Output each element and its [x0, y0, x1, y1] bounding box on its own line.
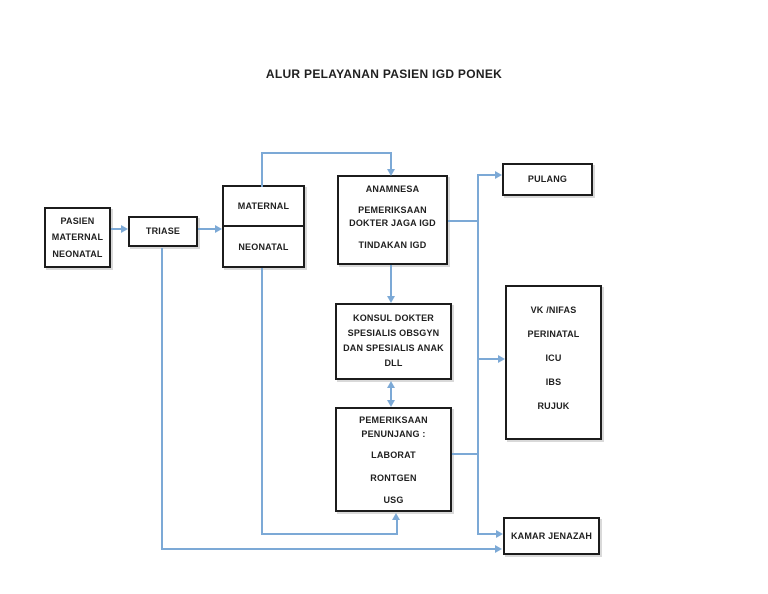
connector-triase-kamar-h	[161, 548, 495, 550]
arrowhead-up-icon	[387, 381, 395, 388]
node-ward-options: VK /NIFAS PERINATAL ICU IBS RUJUK	[505, 285, 602, 440]
arrowhead-right-icon	[498, 355, 505, 363]
connector-anamnesa-trunk	[448, 220, 478, 222]
arrowhead-down-icon	[387, 400, 395, 407]
node-pasien-line: PASIEN	[60, 215, 95, 226]
node-penunjang-line: LABORAT	[371, 450, 416, 460]
node-anamnesa-line: DOKTER JAGA IGD	[349, 218, 436, 228]
connector-stack-anamnesa-v1	[261, 152, 263, 187]
node-ward-line: VK /NIFAS	[530, 305, 577, 315]
arrowhead-down-icon	[387, 296, 395, 303]
connector-stack-anamnesa-h	[261, 152, 392, 154]
node-penunjang-line: PEMERIKSAAN	[359, 415, 428, 425]
node-maternal: MATERNAL	[224, 187, 303, 227]
connector-penunjang-trunk	[452, 453, 479, 455]
node-penunjang-line: RONTGEN	[370, 473, 417, 483]
connector-trunk-kamar	[477, 533, 496, 535]
connector-trunk-vertical	[477, 174, 479, 535]
node-maternal-label: MATERNAL	[237, 200, 290, 211]
node-neonatal-label: NEONATAL	[238, 242, 289, 252]
connector-triase-kamar-v	[161, 248, 163, 550]
connector-trunk-ward	[477, 358, 498, 360]
node-pemeriksaan-penunjang: PEMERIKSAAN PENUNJANG : LABORAT RONTGEN …	[335, 407, 452, 512]
connector-konsul-penunjang	[390, 388, 392, 400]
arrowhead-up-icon	[392, 513, 400, 520]
connector-trunk-pulang	[477, 174, 495, 176]
node-ward-line: PERINATAL	[527, 329, 580, 339]
node-penunjang-line: PENUNJANG :	[361, 429, 426, 439]
node-ward-line: ICU	[545, 353, 562, 363]
arrowhead-right-icon	[496, 530, 503, 538]
node-neonatal: NEONATAL	[224, 227, 303, 268]
connector-stack-anamnesa-v2	[390, 152, 392, 169]
node-konsul-line: SPESIALIS OBSGYN	[347, 328, 440, 338]
node-anamnesa-line: ANAMNESA	[365, 184, 420, 194]
node-konsul-line: KONSUL DOKTER	[353, 313, 434, 323]
node-pulang: PULANG	[502, 163, 593, 196]
connector-pasien-triase	[111, 228, 123, 230]
node-pasien-maternal-neonatal: PASIEN MATERNAL NEONATAL	[44, 207, 111, 268]
node-triase: TRIASE	[128, 216, 198, 247]
node-ward-line: RUJUK	[537, 401, 570, 411]
node-triase-label: TRIASE	[145, 226, 181, 236]
arrowhead-down-icon	[387, 169, 395, 176]
arrowhead-right-icon	[495, 171, 502, 179]
node-kamar-jenazah-label: KAMAR JENAZAH	[510, 530, 593, 541]
page-title: ALUR PELAYANAN PASIEN IGD PONEK	[265, 67, 503, 81]
arrowhead-right-icon	[121, 225, 128, 233]
node-anamnesa-line: PEMERIKSAAN	[358, 205, 427, 215]
connector-triase-stack	[198, 228, 216, 230]
node-penunjang-line: USG	[383, 495, 404, 505]
node-maternal-neonatal: MATERNAL NEONATAL	[222, 185, 305, 268]
node-kamar-jenazah: KAMAR JENAZAH	[503, 517, 600, 555]
arrowhead-right-icon	[215, 225, 222, 233]
node-anamnesa-line: TINDAKAN IGD	[358, 240, 427, 250]
node-pasien-line: NEONATAL	[52, 248, 103, 259]
node-konsul-line: DLL	[384, 358, 403, 368]
connector-neonatal-penunjang-v2	[396, 520, 398, 533]
connector-neonatal-penunjang-v1	[261, 268, 263, 535]
node-konsul-dokter: KONSUL DOKTER SPESIALIS OBSGYN DAN SPESI…	[335, 303, 452, 380]
connector-anamnesa-konsul	[390, 265, 392, 296]
connector-neonatal-penunjang-h	[261, 533, 398, 535]
arrowhead-right-icon	[495, 545, 502, 553]
node-anamnesa-igd: ANAMNESA PEMERIKSAAN DOKTER JAGA IGD TIN…	[337, 175, 448, 265]
node-ward-line: IBS	[545, 377, 562, 387]
node-pulang-label: PULANG	[527, 174, 568, 184]
node-pasien-line: MATERNAL	[51, 232, 104, 242]
node-konsul-line: DAN SPESIALIS ANAK	[343, 343, 444, 353]
